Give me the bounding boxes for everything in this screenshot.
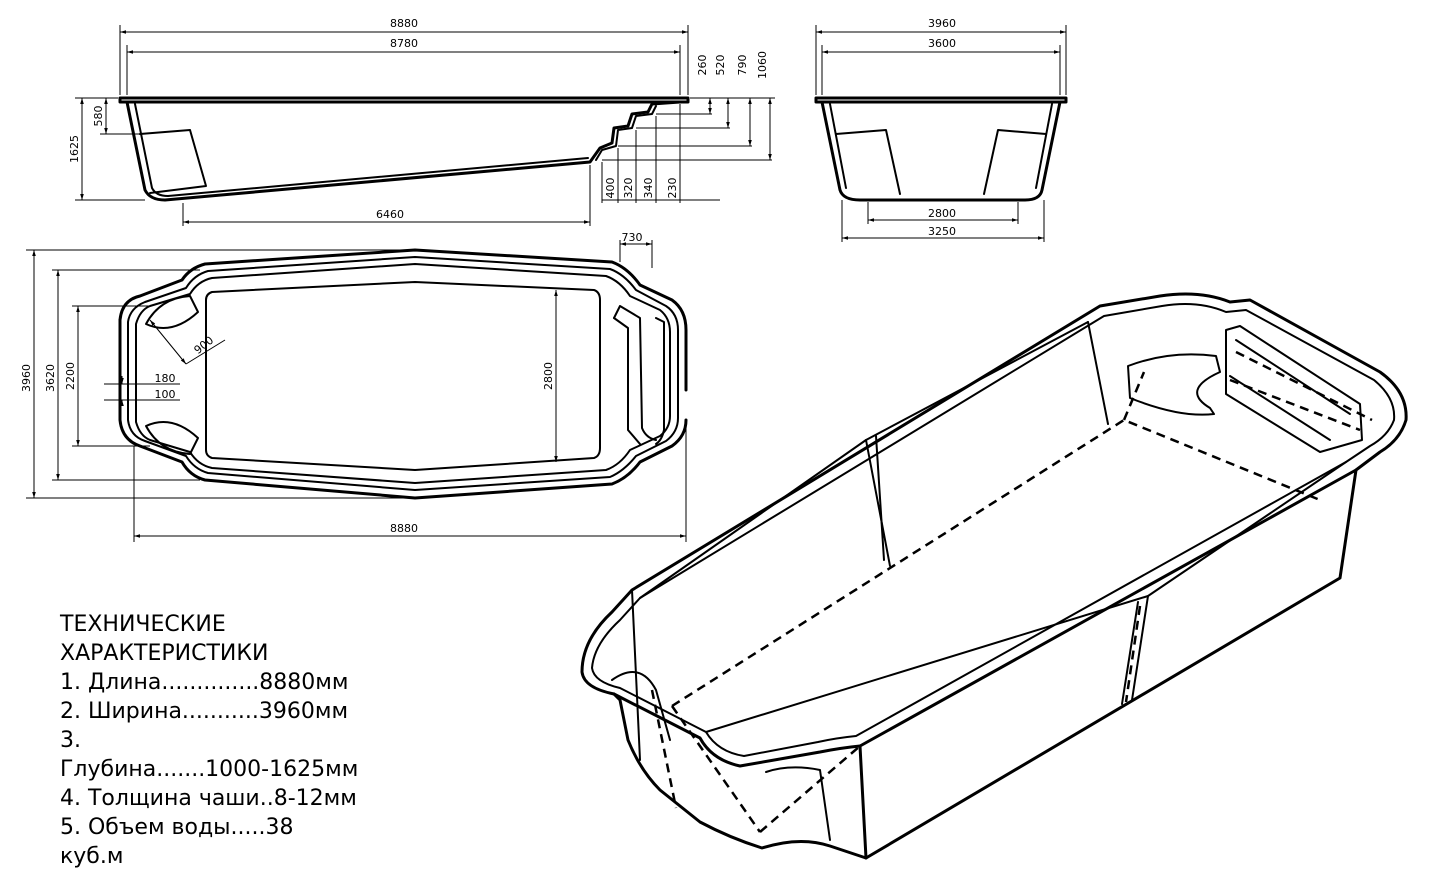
dim-side-inner-length: 8780 (390, 37, 418, 50)
side-view: 8880 8780 6460 1625 580 260 520 790 1060 (68, 17, 775, 226)
dim-plan-seat-offset-2: 100 (155, 388, 176, 401)
dim-side-height-total: 1625 (68, 135, 81, 163)
dim-step-depth-1: 400 (604, 178, 617, 199)
end-view: 3960 3600 2800 3250 (814, 17, 1068, 242)
specs-title-line2: ХАРАКТЕРИСТИКИ (60, 641, 269, 666)
dim-plan-step-width: 730 (622, 231, 643, 244)
dim-step-depth-3: 340 (642, 178, 655, 199)
plan-view: 730 3960 3620 2200 2800 900 180 100 8880 (20, 231, 688, 542)
isometric-view (580, 292, 1408, 860)
spec-depth-number: 3. (60, 728, 81, 753)
dim-plan-seat-depth: 900 (192, 334, 217, 357)
dim-plan-seat-span: 2200 (64, 362, 77, 390)
spec-depth: Глубина.......1000-1625мм (60, 757, 359, 782)
dim-plan-total-width: 3960 (20, 364, 33, 392)
spec-length: 1. Длина..............8880мм (60, 670, 349, 695)
dim-plan-inner-width: 3620 (44, 364, 57, 392)
specs-title-line1: ТЕХНИЧЕСКИЕ (60, 612, 226, 637)
dim-step-height-2: 520 (714, 55, 727, 76)
dim-end-base-width: 3250 (928, 225, 956, 238)
dim-plan-bottom-width: 2800 (542, 362, 555, 390)
dim-end-total-width: 3960 (928, 17, 956, 30)
dim-step-height-3: 790 (736, 55, 749, 76)
dim-step-depth-4: 230 (666, 178, 679, 199)
spec-thickness: 4. Толщина чаши..8-12мм (60, 786, 357, 811)
dim-side-bottom-length: 6460 (376, 208, 404, 221)
dim-plan-total-length: 8880 (390, 522, 418, 535)
technical-specs: ТЕХНИЧЕСКИЕ ХАРАКТЕРИСТИКИ 1. Длина.....… (60, 610, 400, 871)
dim-side-height-upper: 580 (92, 106, 105, 127)
dim-step-height-1: 260 (696, 55, 709, 76)
dim-step-height-4: 1060 (756, 51, 769, 79)
spec-volume-unit: куб.м (60, 844, 124, 869)
dim-side-total-length: 8880 (390, 17, 418, 30)
dim-end-bottom-width: 2800 (928, 207, 956, 220)
dim-plan-seat-offset-1: 180 (155, 372, 176, 385)
spec-width: 2. Ширина...........3960мм (60, 699, 349, 724)
spec-volume: 5. Объем воды.....38 (60, 815, 294, 840)
dim-end-inner-width: 3600 (928, 37, 956, 50)
dim-step-depth-2: 320 (622, 178, 635, 199)
